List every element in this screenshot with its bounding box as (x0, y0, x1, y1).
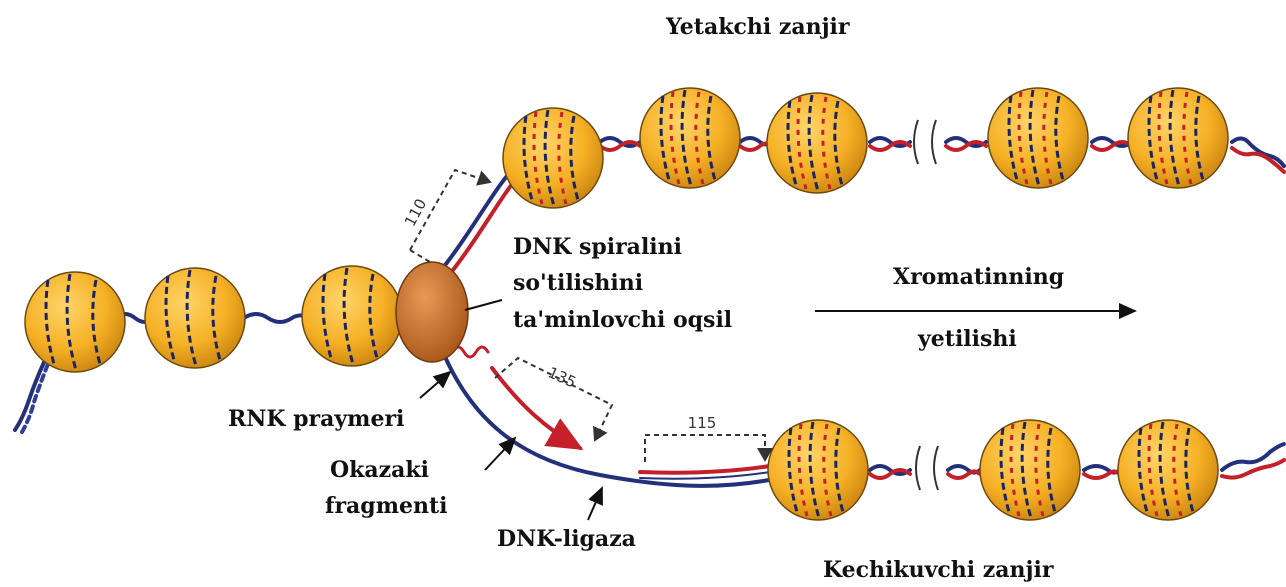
lagging-strand-label: Kechikuvchi zanjir (823, 557, 1053, 585)
nucleosome (768, 420, 868, 520)
nucleosome (640, 88, 740, 188)
completed-okazaki-fragment (640, 466, 770, 473)
nucleosome (503, 108, 603, 208)
nucleosome (25, 272, 125, 372)
okazaki-gap-value: 135 (545, 363, 578, 391)
leading-new-strand (442, 174, 520, 284)
leading-gap-value: 110 (401, 196, 430, 230)
helix-protein-label-line2: so'tilishini (513, 270, 643, 298)
okazaki-label-line2: fragmenti (325, 493, 447, 521)
nucleosome (1118, 420, 1218, 520)
parental-nucleosomes (25, 266, 402, 372)
maturation-label-line1: Xromatinning (893, 264, 1064, 292)
helix-protein-label-line1: DNK spiralini (513, 234, 682, 262)
rna-primer-label: RNK praymeri (228, 406, 404, 434)
dna-ligase-label: DNK-ligaza (497, 526, 636, 554)
helix-protein-label-line3: ta'minlovchi oqsil (513, 307, 732, 335)
helix-unwinding-protein (396, 262, 468, 362)
lagging-gap-value: 115 (688, 414, 717, 432)
helix-protein-pointer (465, 300, 502, 310)
leading-strand-label: Yetakchi zanjir (666, 14, 850, 42)
nucleosome (302, 266, 402, 366)
okazaki-pointer (485, 438, 515, 470)
lagging-gap-bracket (645, 435, 765, 462)
dna-ligase-pointer (588, 488, 602, 520)
nucleosome (767, 93, 867, 193)
nucleosome (980, 420, 1080, 520)
leading-gap-bracket-tail (410, 250, 430, 262)
chromatin-break-marks (914, 120, 938, 490)
nucleosome (1128, 88, 1228, 188)
okazaki-label-line1: Okazaki (330, 457, 429, 485)
rna-primer-pointer (420, 372, 450, 398)
nucleosome (988, 88, 1088, 188)
okazaki-fragments (452, 347, 770, 479)
lagging-nucleosomes (768, 420, 1218, 520)
nucleosome (145, 268, 245, 368)
maturation-label-line2: yetilishi (918, 326, 1017, 354)
